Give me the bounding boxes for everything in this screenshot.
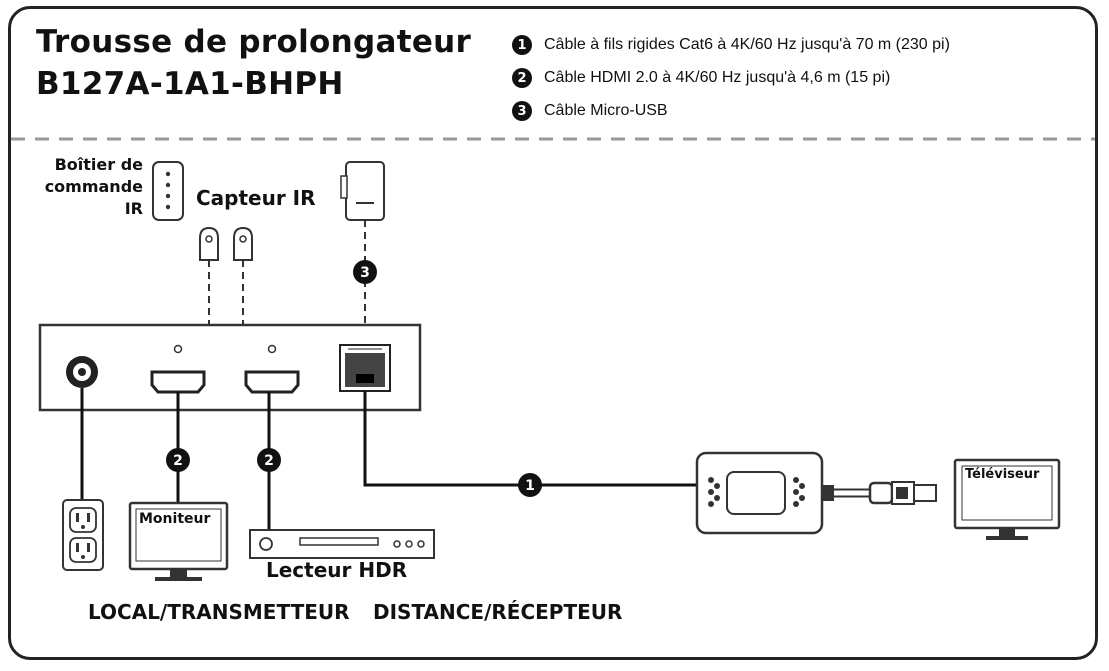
title-line-1: Trousse de prolongateur (36, 24, 472, 60)
badge-3: 3 (353, 260, 377, 284)
badge-2: 2 (166, 448, 190, 472)
badge-1: 1 (518, 473, 542, 497)
legend-number: 3 (512, 101, 532, 121)
ir-sensor-icon (199, 226, 219, 325)
legend-text: Câble à fils rigides Cat6 à 4K/60 Hz jus… (544, 36, 950, 53)
tv-label: Téléviseur (965, 467, 1040, 482)
wall-outlet-icon (62, 499, 104, 571)
receiver-unit (695, 451, 937, 535)
svg-text:2: 2 (264, 453, 274, 469)
legend-text: Câble Micro-USB (544, 102, 668, 119)
legend-number: 2 (512, 68, 532, 88)
legend-item-cat6: 1 Câble à fils rigides Cat6 à 4K/60 Hz j… (512, 33, 950, 57)
monitor-label: Moniteur (139, 511, 211, 527)
svg-text:2: 2 (173, 453, 183, 469)
tv-icon (953, 458, 1061, 540)
legend-item-hdmi: 2 Câble HDMI 2.0 à 4K/60 Hz jusqu'à 4,6 … (512, 66, 890, 90)
transmitter-unit (38, 323, 422, 412)
svg-text:1: 1 (525, 478, 535, 494)
diagram-frame (8, 6, 1098, 660)
ir-sensor-icon (233, 226, 253, 325)
legend-text: Câble HDMI 2.0 à 4K/60 Hz jusqu'à 4,6 m … (544, 69, 891, 86)
remote-receiver-label: DISTANCE/RÉCEPTEUR (373, 600, 623, 624)
badge-2: 2 (257, 448, 281, 472)
ir-remote-label: Boîtier de commande IR (44, 155, 143, 218)
hdr-player-icon (249, 529, 435, 559)
ir-remote-icon (152, 161, 184, 221)
monitor-icon (128, 501, 229, 581)
ir-sensor-label: Capteur IR (196, 186, 316, 210)
model-number: B127A-1A1-BHPH (36, 66, 344, 102)
legend-number: 1 (512, 35, 532, 55)
local-transmitter-label: LOCAL/TRANSMETTEUR (88, 600, 350, 624)
hdr-player-label: Lecteur HDR (266, 558, 408, 582)
usb-power-adapter-icon (340, 161, 385, 325)
svg-text:3: 3 (360, 265, 370, 281)
cat6-cable (363, 391, 697, 487)
legend-item-usb: 3 Câble Micro-USB (512, 99, 668, 123)
